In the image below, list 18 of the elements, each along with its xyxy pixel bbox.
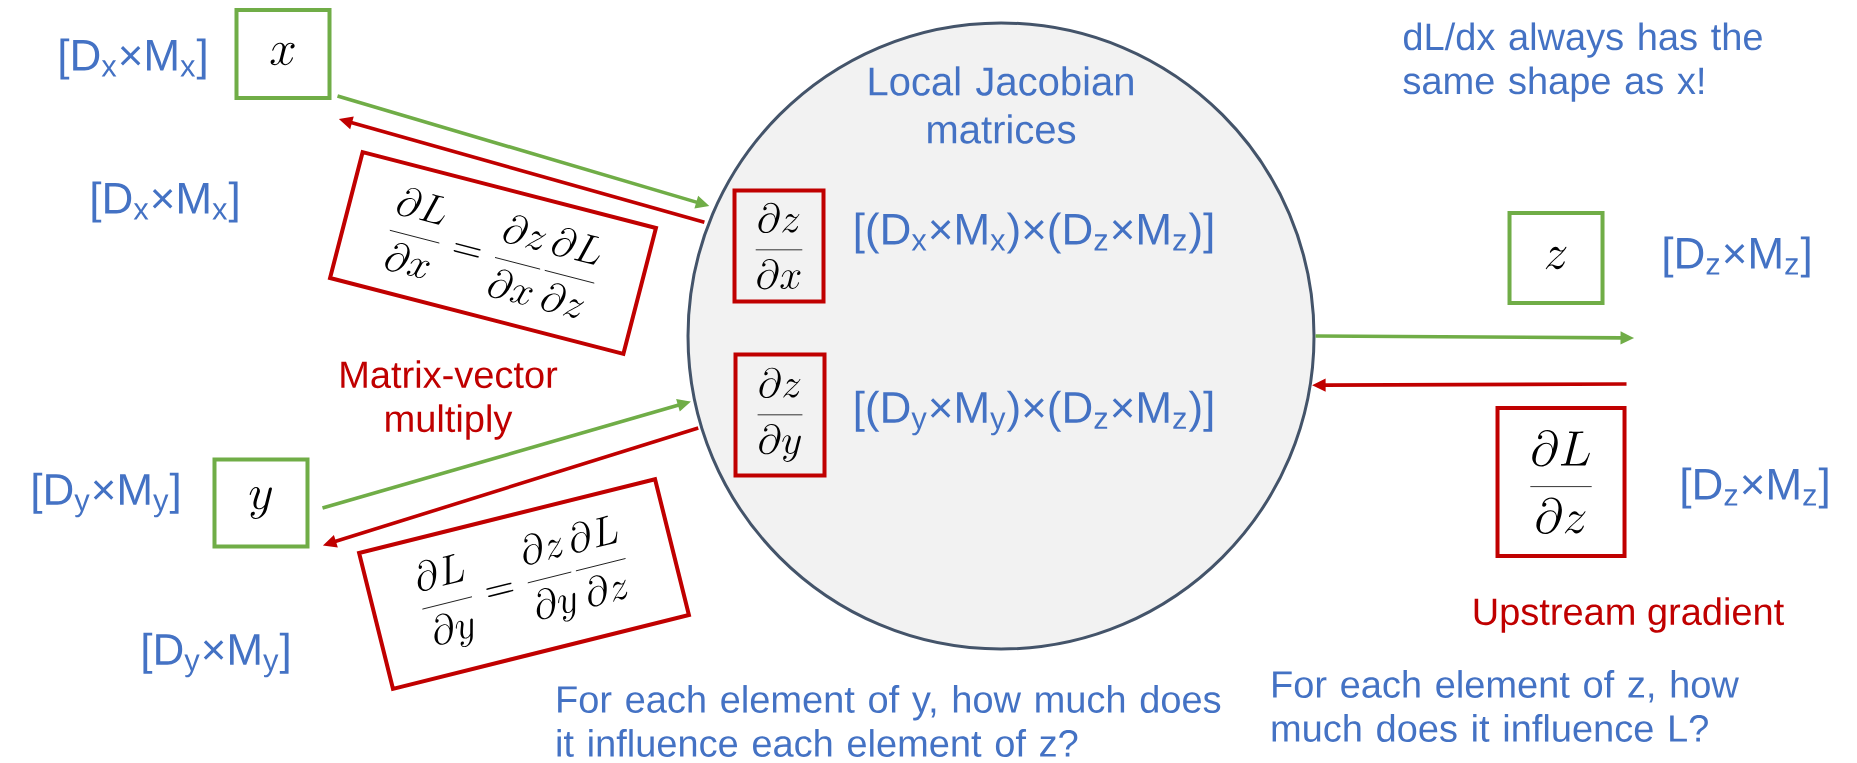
note-text: Matrix-vector multiply — [341, 360, 558, 440]
variable-box: $z$ — [1507, 211, 1605, 305]
note-text: dL/dx always has the same shape as x! — [1403, 22, 1762, 102]
shape-label: [D$_{y}$×M$_{y}$] — [33, 472, 179, 518]
shape-label: [D$_{z}$×M$_{z}$] — [1682, 467, 1828, 509]
shape-label: [D$_{x}$×M$_{x}$] — [60, 38, 206, 80]
shape-label: [(D$_{y}$×M$_{y}$)×(D$_{z}$×M$_{z}$)] — [855, 390, 1213, 436]
note-text: For each element of z, how much does it influence L? — [1272, 670, 1739, 742]
shape-label: Upstream gradient — [1474, 597, 1784, 633]
variable-box: $x$ — [234, 8, 332, 100]
dimension-label: [D$_{x}$×M$_{x}$] — [92, 181, 238, 223]
formula-box: $\frac{\partial L}{\partial z}$ — [1495, 406, 1627, 558]
shape-label: [D$_{z}$×M$_{z}$] — [1664, 236, 1810, 278]
formula-box: $\frac{\partial z}{\partial y}$ — [733, 352, 827, 478]
dimension-label: [D$_{y}$×M$_{y}$] — [143, 632, 289, 678]
shape-label: [(D$_{x}$×M$_{x}$)×(D$_{z}$×M$_{z}$)] — [855, 212, 1213, 254]
formula-box: $\frac{\partial z}{\partial x}$ — [732, 188, 826, 304]
variable-box: $y$ — [212, 457, 310, 549]
